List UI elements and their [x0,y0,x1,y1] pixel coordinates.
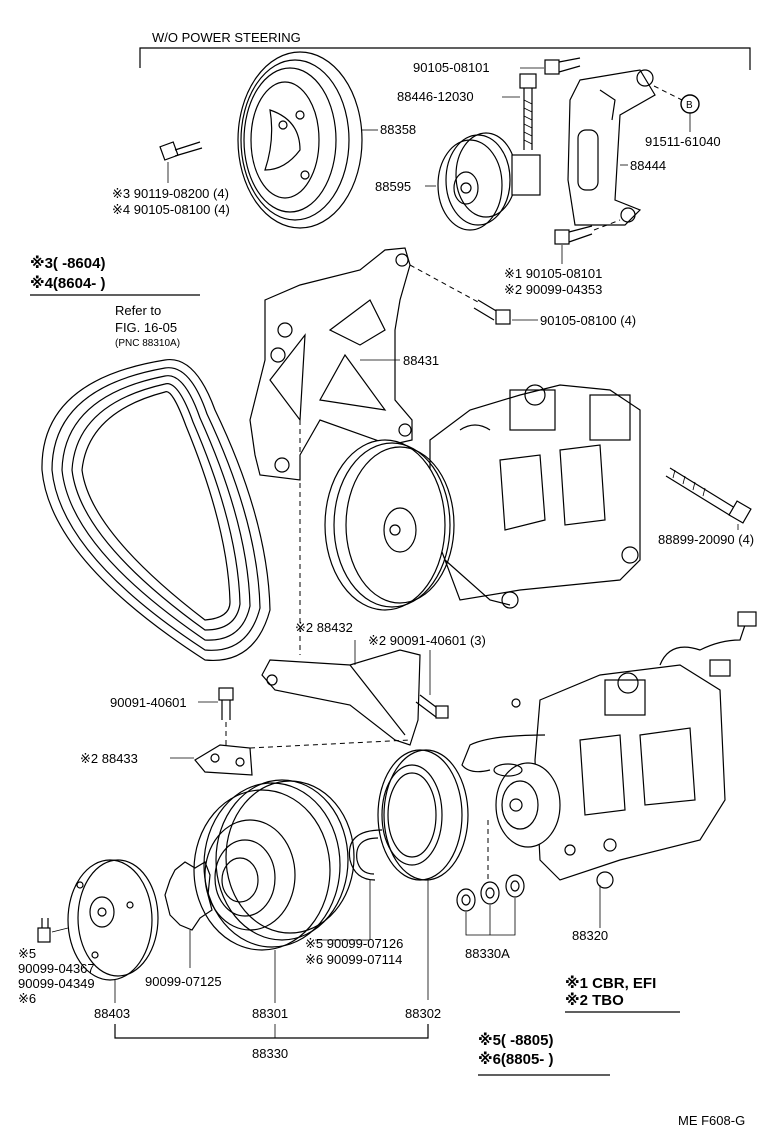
label-w5: ※5 90099-07126 [305,936,403,951]
bolt-90105-08100-icon [473,299,511,325]
label-88446-12030: 88446-12030 [397,89,474,104]
pulley-88301 [193,779,355,951]
tiny-screw-icon [511,698,521,708]
label-bolt-4: ※4 90105-08100 (4) [112,202,230,217]
ring-90099-07125 [164,861,213,931]
label-88330: 88330 [252,1046,288,1061]
shims-88330A [456,874,525,912]
label-s5-value: 90099-04367 [18,961,95,976]
bolt-88899-icon [665,467,752,524]
bracket-88433 [194,744,253,776]
cover-88432 [261,649,421,746]
bolt-90091-3-icon [415,694,449,719]
legend-6: ※6(8805- ) [478,1050,553,1068]
label-90091: 90091-40601 [110,695,187,710]
stator-88302 [377,749,469,881]
compressor-88320 [461,611,757,889]
clutch-plate-88403 [67,859,159,981]
label-90091-3: ※2 90091-40601 (3) [368,633,486,648]
label-bolt-3: ※3 90119-08200 (4) [112,186,229,201]
label-88595: 88595 [375,179,411,194]
label-w6: ※6 90099-07114 [305,952,402,967]
figure-code: ME F608-G [678,1113,745,1128]
label-88358: 88358 [380,122,416,137]
bolt-90119-icon [159,141,203,161]
header-bracket [139,47,751,70]
bolt-90091-icon [218,687,234,720]
label-88330A: 88330A [465,946,510,961]
legend-2: ※2 TBO [565,991,624,1009]
label-88444: 88444 [630,158,666,173]
label-88899: 88899-20090 (4) [658,532,754,547]
idler-pulley-88595 [437,132,541,231]
note-3: ※3( -8604) [30,254,105,272]
bolt-88446-icon [519,73,537,150]
legend-5: ※5( -8805) [478,1031,553,1049]
v-belt [41,359,271,661]
bolt-90099-04367-icon [37,918,69,943]
bolt-90105-08101-icon [544,57,581,75]
bolt-90105-08101-lower-icon [554,225,593,245]
label-s5: ※5 [18,946,36,961]
label-90105-08100: 90105-08100 (4) [540,313,636,328]
label-90105-08101-top: 90105-08101 [413,60,490,75]
pulley-88358 [237,51,363,229]
label-91511-61040: 91511-61040 [645,134,721,149]
label-88320: 88320 [572,928,608,943]
refer-line-3: (PNC 88310A) [115,338,180,349]
label-88432: ※2 88432 [295,620,353,635]
assembly-88330-bracket [114,1024,429,1039]
note-4: ※4(8604- ) [30,274,105,292]
label-s6: ※6 [18,991,36,1006]
label-90099-07125: 90099-07125 [145,974,222,989]
compressor-assembly-upper [324,384,641,611]
bracket-88431 [249,247,413,481]
refer-line-1: Refer to [115,303,161,318]
label-88301: 88301 [252,1006,288,1021]
diagram-title: W/O POWER STEERING [152,30,301,45]
label-88302: 88302 [405,1006,441,1021]
label-88403: 88403 [94,1006,130,1021]
legend-1: ※1 CBR, EFI [565,974,656,992]
label-s6-value: 90099-04349 [18,976,95,991]
label-b1: ※1 90105-08101 [504,266,602,281]
mark-b: B [686,100,693,111]
bracket-88444 [567,69,656,226]
snap-ring [348,829,383,881]
label-88431: 88431 [403,353,439,368]
label-88433: ※2 88433 [80,751,138,766]
label-b2: ※2 90099-04353 [504,282,602,297]
refer-line-2: FIG. 16-05 [115,320,177,335]
